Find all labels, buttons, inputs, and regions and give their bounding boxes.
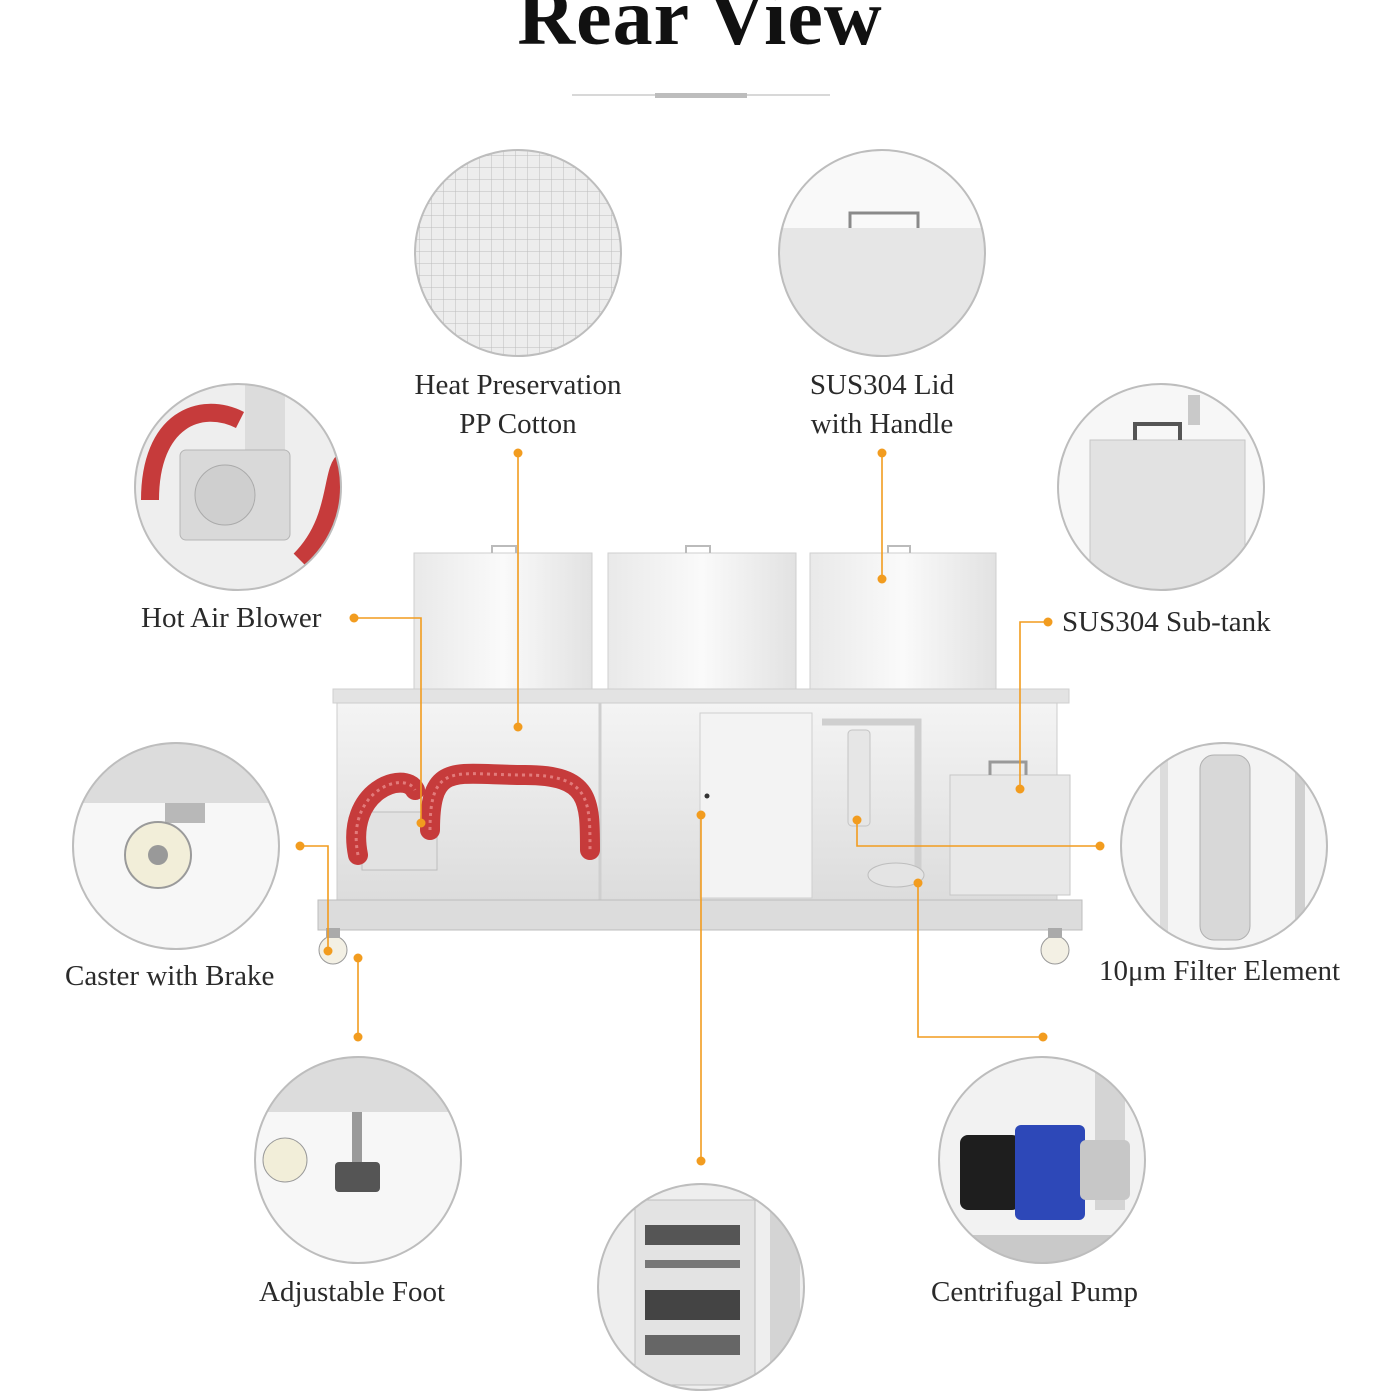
label-centrifugal-pump: Centrifugal Pump bbox=[931, 1276, 1139, 1308]
label-hot-air-blower: Hot Air Blower bbox=[141, 602, 322, 634]
leader-hot-air-blower bbox=[354, 617, 422, 823]
label-caster-with-brake: Caster with Brake bbox=[65, 960, 275, 992]
cotton-grid-icon bbox=[414, 149, 622, 357]
lid-handle-icon bbox=[778, 149, 986, 357]
label-heat-preservation-line2: PP Cotton bbox=[459, 408, 577, 440]
blower-icon bbox=[134, 383, 342, 591]
label-sus304-lid: SUS304 Lid with Handle bbox=[752, 366, 1012, 444]
foot-icon bbox=[254, 1056, 462, 1264]
caster-icon bbox=[72, 742, 280, 950]
leader-lines bbox=[300, 453, 1100, 1161]
label-filter-element: 10μm Filter Element bbox=[1099, 955, 1341, 987]
subtank-icon bbox=[1057, 383, 1265, 591]
label-heat-preservation: Heat Preservation PP Cotton bbox=[388, 366, 648, 444]
leader-pump bbox=[917, 883, 1043, 1038]
leader-dots bbox=[295, 448, 1105, 1166]
pump-icon bbox=[938, 1056, 1146, 1264]
label-sus304-subtank: SUS304 Sub-tank bbox=[1062, 606, 1271, 638]
leader-caster bbox=[300, 845, 329, 951]
machine-body bbox=[317, 545, 1083, 965]
label-sus304-lid-line1: SUS304 Lid bbox=[809, 369, 955, 401]
control-panel-icon bbox=[597, 1183, 805, 1391]
label-sus304-lid-line2: with Handle bbox=[810, 408, 954, 440]
title-divider-accent bbox=[655, 93, 747, 98]
leader-filter bbox=[856, 820, 1100, 847]
label-heat-preservation-line1: Heat Preservation bbox=[414, 369, 622, 401]
page-title: Rear View bbox=[517, 0, 883, 62]
leader-subtank bbox=[1019, 621, 1048, 789]
filter-icon bbox=[1120, 742, 1328, 950]
label-adjustable-foot: Adjustable Foot bbox=[259, 1276, 446, 1308]
